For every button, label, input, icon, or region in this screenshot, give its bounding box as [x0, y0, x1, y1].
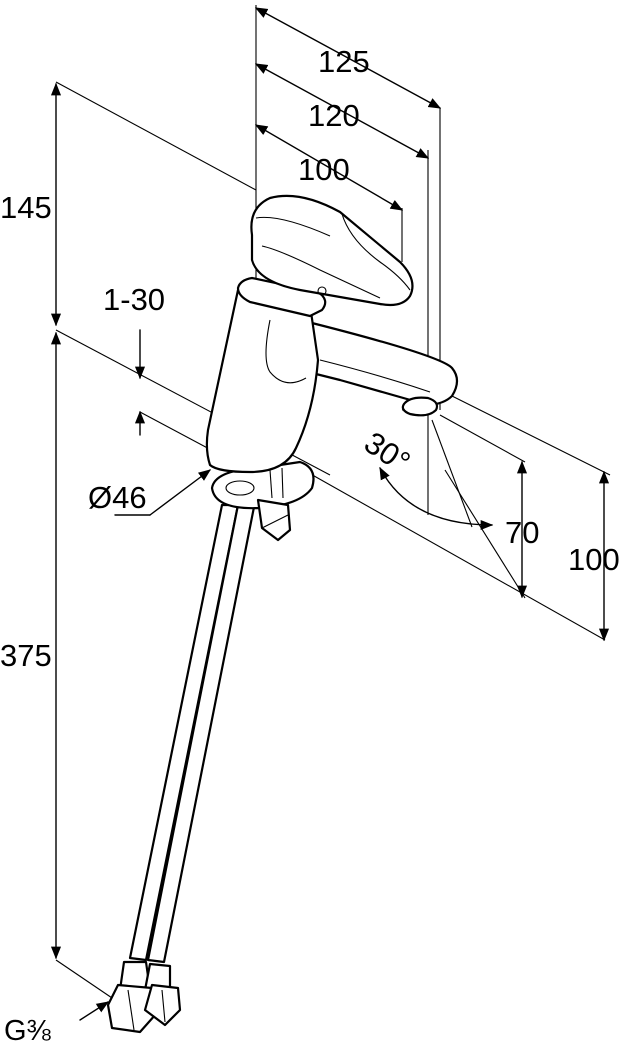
dimension-labels: 125 120 100 145 1-30 Ø46 30° 70 100 375 …: [0, 44, 620, 1047]
label-diameter-46: Ø46: [88, 480, 147, 515]
label-145: 145: [0, 190, 52, 225]
label-375: 375: [0, 638, 52, 673]
label-70: 70: [505, 515, 539, 550]
label-125: 125: [318, 44, 370, 79]
label-100-top: 100: [298, 152, 350, 187]
label-100-right: 100: [568, 542, 620, 577]
supply-hoses: [106, 503, 256, 1034]
label-120: 120: [308, 98, 360, 133]
mounting-hardware: [210, 460, 315, 542]
label-thread-g3-8: G⅜: [4, 1015, 52, 1047]
label-30-degrees: 30°: [358, 425, 416, 480]
dimension-lines: [50, 7, 610, 1021]
faucet-body: [205, 194, 459, 474]
label-1-30: 1-30: [103, 282, 165, 317]
